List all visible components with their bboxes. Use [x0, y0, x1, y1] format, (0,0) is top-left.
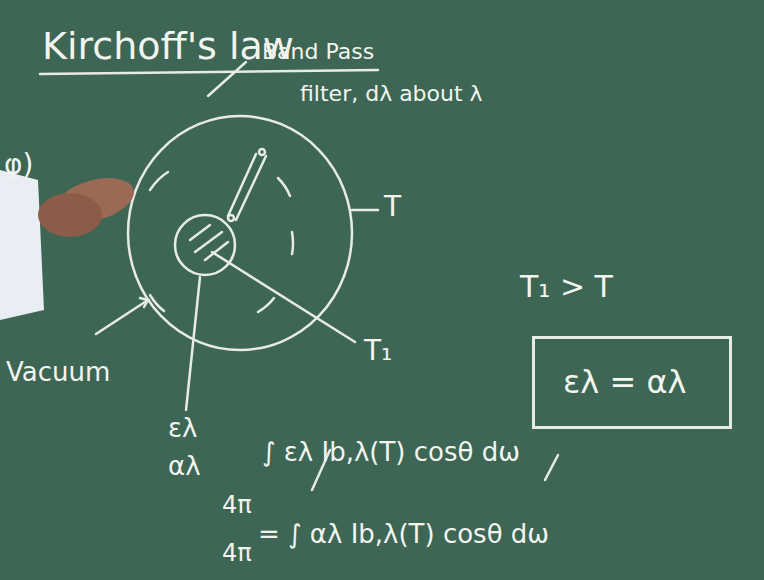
condition-text: T₁ > T [520, 270, 613, 303]
symbol-label: ελ [168, 414, 197, 443]
equation-text: ελ = αλ [563, 365, 701, 400]
title: Kirchoff's law [42, 26, 294, 68]
symbol-label: αλ [168, 452, 201, 481]
region-label: Vacuum [6, 358, 110, 387]
equation-text: 4π [222, 540, 252, 566]
partial-label: φ) [4, 150, 33, 181]
temperature-label: T [384, 192, 401, 223]
equation-text: 4π [222, 492, 252, 518]
filter-label: filter, dλ about λ [300, 82, 483, 106]
temperature-label: T₁ [364, 336, 392, 367]
result-box: ελ = αλ [532, 336, 732, 429]
equation-text: = ∫ αλ Ib,λ(T) cosθ dω [258, 520, 549, 549]
filter-label: Band Pass [262, 40, 374, 64]
equation-text: ∫ ελ Ib,λ(T) cosθ dω [262, 438, 520, 467]
